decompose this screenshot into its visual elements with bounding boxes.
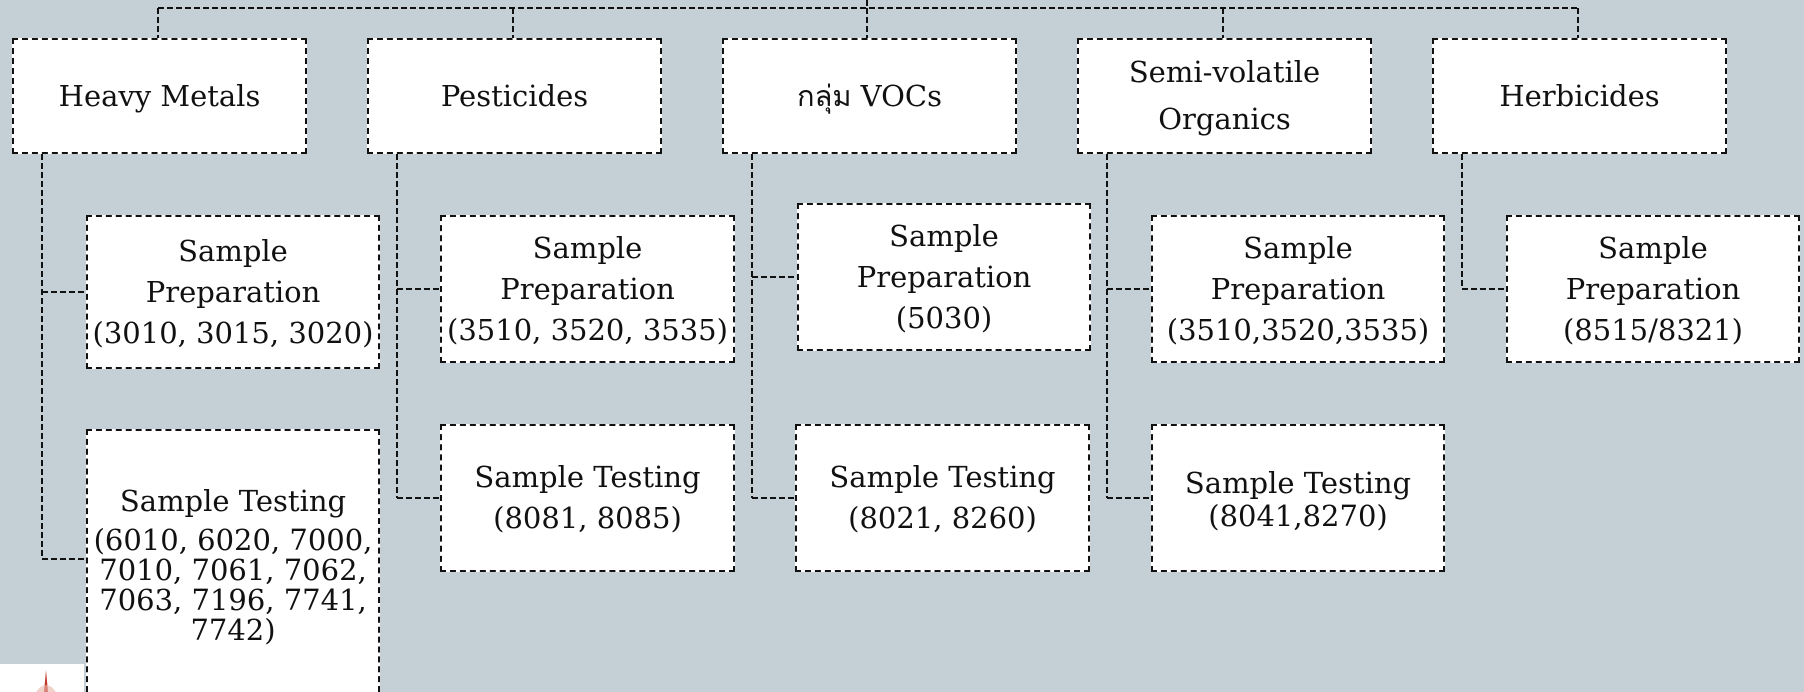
prep-title: Sample Preparation <box>500 230 675 306</box>
test-methods: (6010, 6020, 7000, 7010, 7061, 7062, 706… <box>93 522 373 647</box>
category-box-semi-volatile: Semi-volatile Organics <box>1077 38 1372 154</box>
prep-methods: (3010, 3015, 3020) <box>92 315 374 350</box>
category-label: กลุ่ม VOCs <box>797 78 942 113</box>
prep-box-semi-volatile: Sample Preparation (3510,3520,3535) <box>1151 215 1445 363</box>
category-box-vocs: กลุ่ม VOCs <box>722 38 1017 154</box>
category-box-herbicides: Herbicides <box>1432 38 1727 154</box>
prep-box-herbicides: Sample Preparation (8515/8321) <box>1506 215 1800 363</box>
test-box-heavy-metals: Sample Testing (6010, 6020, 7000, 7010, … <box>86 429 380 692</box>
prep-methods: (5030) <box>895 300 993 335</box>
prep-title: Sample Preparation <box>145 233 321 309</box>
test-box-vocs: Sample Testing (8021, 8260) <box>795 424 1090 572</box>
prep-box-heavy-metals: Sample Preparation (3010, 3015, 3020) <box>86 215 380 369</box>
test-title: Sample Testing <box>1184 466 1412 500</box>
category-label: Heavy Metals <box>58 78 261 113</box>
logo-icon <box>0 664 84 692</box>
prep-title: Sample Preparation <box>856 218 1032 294</box>
test-methods: (8041,8270) <box>1208 499 1388 533</box>
category-box-heavy-metals: Heavy Metals <box>12 38 307 154</box>
category-label: Semi-volatile Organics <box>1128 55 1321 136</box>
test-title: Sample Testing <box>119 483 347 518</box>
category-label: Herbicides <box>1499 78 1660 113</box>
test-title: Sample Testing <box>474 460 701 494</box>
test-methods: (8021, 8260) <box>848 501 1037 535</box>
test-methods: (8081, 8085) <box>493 501 682 535</box>
prep-title: Sample Preparation <box>1210 230 1386 306</box>
test-box-semi-volatile: Sample Testing (8041,8270) <box>1151 424 1445 572</box>
prep-title: Sample Preparation <box>1565 230 1741 306</box>
prep-methods: (8515/8321) <box>1562 312 1743 347</box>
prep-methods: (3510,3520,3535) <box>1166 312 1430 347</box>
category-label: Pesticides <box>440 78 589 113</box>
category-box-pesticides: Pesticides <box>367 38 662 154</box>
prep-box-pesticides: Sample Preparation (3510, 3520, 3535) <box>440 215 735 363</box>
prep-box-vocs: Sample Preparation (5030) <box>797 203 1091 351</box>
test-box-pesticides: Sample Testing (8081, 8085) <box>440 424 735 572</box>
test-title: Sample Testing <box>829 460 1056 494</box>
prep-methods: (3510, 3520, 3535) <box>447 312 728 347</box>
